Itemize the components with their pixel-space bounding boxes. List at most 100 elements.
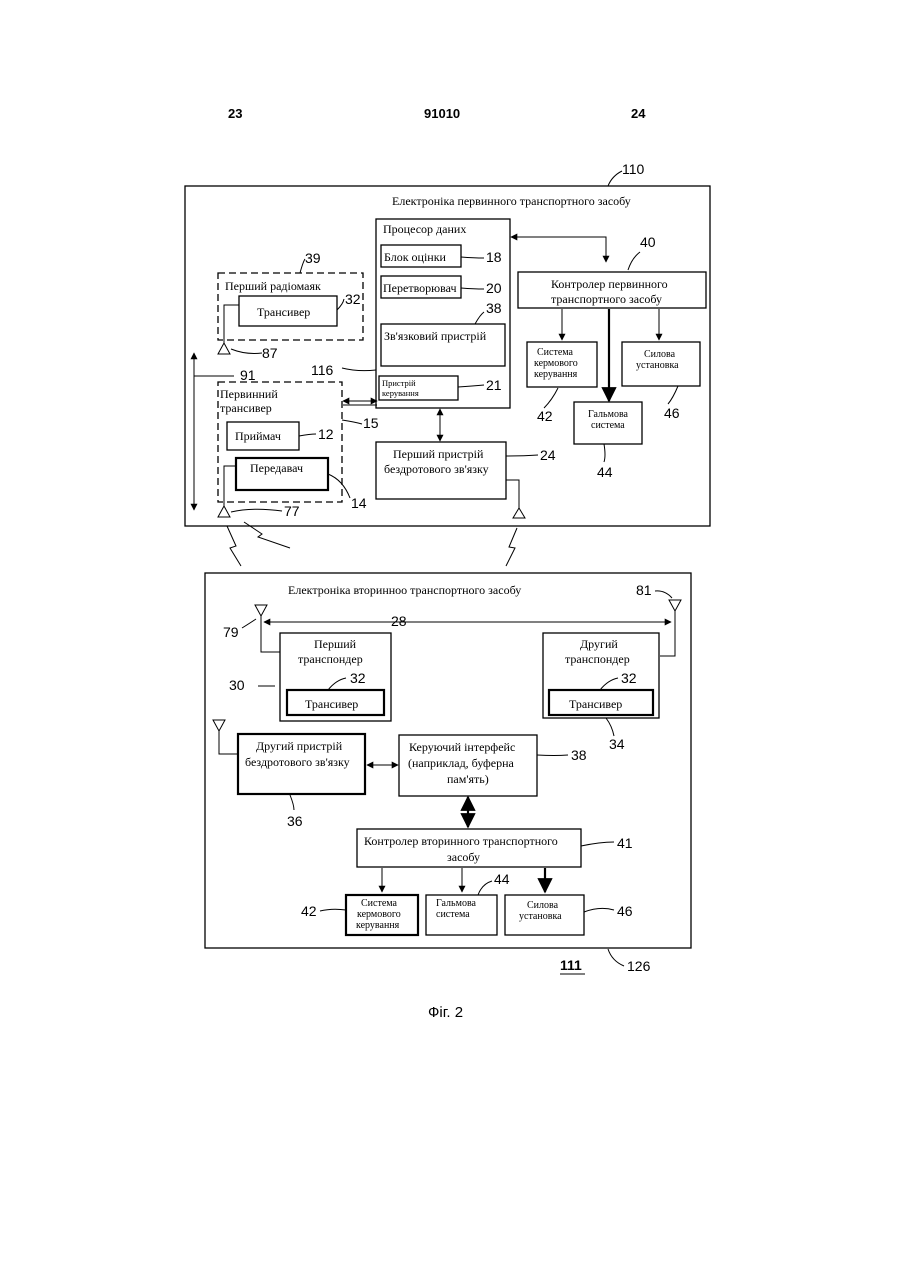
wireless-signals (227, 522, 517, 566)
secondary-steering-label-2: кермового (357, 909, 401, 920)
control-device-label-2: керування (382, 388, 419, 398)
ref-leader-15 (342, 420, 362, 424)
primary-transceiver-title-2: трансивер (220, 401, 272, 415)
second-wireless-device-label-1: Другий пристрій (256, 739, 343, 753)
ref-14: 14 (351, 495, 367, 511)
ref-leader-24 (506, 455, 538, 456)
transceiver-antenna-feed (224, 466, 236, 506)
ref-leader-40 (628, 252, 640, 270)
ref-18: 18 (486, 249, 502, 265)
data-processor-title: Процесор даних (383, 222, 466, 236)
ref-79: 79 (223, 624, 239, 640)
ref-21: 21 (486, 377, 502, 393)
ref-leader-79 (242, 619, 256, 628)
first-beacon: Перший радіомаяк 39 Трансивер 32 87 (218, 250, 363, 361)
primary-power-label-1: Силова (644, 349, 676, 360)
ref-leader-42-secondary (320, 909, 346, 911)
ref-leader-110 (608, 171, 622, 186)
ref-leader-77 (231, 509, 282, 512)
secondary-controller-label-1: Контролер вторинного транспортного (364, 834, 558, 848)
ref-41: 41 (617, 835, 633, 851)
control-interface-label-1: Керуючий інтерфейс (409, 740, 515, 754)
ref-39: 39 (305, 250, 321, 266)
primary-transceiver-title-1: Первинний (220, 387, 278, 401)
primary-steering-label-3: керування (534, 369, 578, 380)
converter-label: Перетворювач (383, 281, 457, 295)
ref-leader-41 (581, 842, 614, 846)
ref-77: 77 (284, 503, 300, 519)
ref-42-primary: 42 (537, 408, 553, 424)
page-number-left: 23 (228, 106, 242, 121)
ref-34: 34 (609, 736, 625, 752)
ref-leader-32-second (600, 678, 618, 690)
ref-leader-38-secondary (537, 755, 568, 756)
receiver-label: Приймач (235, 429, 281, 443)
ref-leader-32-beacon (337, 299, 344, 310)
secondary-power-label-1: Силова (527, 900, 559, 911)
ref-38-primary: 38 (486, 300, 502, 316)
ref-leader-12 (299, 434, 316, 436)
ref-30: 30 (229, 677, 245, 693)
secondary-vehicle-title: Електроніка вторинноо транспортного засо… (288, 583, 521, 597)
secondary-power-label-2: установка (519, 911, 562, 922)
ref-leader-14 (328, 474, 350, 498)
beacon-antenna-icon (218, 343, 230, 354)
ref-110: 110 (622, 161, 645, 177)
ref-15: 15 (363, 415, 379, 431)
ref-116: 116 (311, 362, 334, 378)
second-transponder-label-2: транспондер (565, 652, 630, 666)
secondary-steering-label-1: Система (361, 898, 398, 909)
ref-24: 24 (540, 447, 556, 463)
first-beacon-title: Перший радіомаяк (225, 279, 321, 293)
primary-brake-label-1: Гальмова (588, 409, 629, 420)
wireless-signal-transceiver (227, 526, 241, 566)
ref-46-primary: 46 (664, 405, 680, 421)
control-device-label-1: Пристрій (382, 378, 416, 388)
wireless-antenna-icon (513, 508, 525, 518)
comm-device-label: Зв'язковий пристрій (384, 329, 487, 343)
secondary-brake-label-2: система (436, 909, 470, 920)
second-transponder-label-1: Другий (580, 637, 618, 651)
primary-power-label-2: установка (636, 360, 679, 371)
ref-leader-34 (606, 718, 614, 736)
second-wireless-device-label-2: бездротового зв'язку (245, 755, 350, 769)
primary-steering-label-1: Система (537, 347, 574, 358)
ref-leader-36 (290, 795, 294, 810)
ref-28: 28 (391, 613, 407, 629)
ref-leader-42-primary (544, 388, 558, 408)
first-transponder-transceiver-label: Трансивер (305, 697, 358, 711)
ref-32-second: 32 (621, 670, 637, 686)
ref-32-beacon: 32 (345, 291, 361, 307)
primary-vehicle-electronics: Електроніка первинного транспортного зас… (185, 161, 710, 526)
ref-38-secondary: 38 (571, 747, 587, 763)
ref-leader-44-secondary (478, 881, 492, 895)
page-number-right: 24 (631, 106, 646, 121)
primary-controller-label-2: транспортного засобу (551, 292, 662, 306)
antenna-81-icon (660, 600, 681, 656)
ref-44-secondary: 44 (494, 871, 510, 887)
beacon-antenna-feed (224, 305, 239, 343)
ref-111: 111 (560, 957, 582, 973)
ref-leader-38-primary (475, 312, 484, 324)
control-interface-label-2: (наприклад, буферна (408, 756, 515, 770)
ref-leader-116 (342, 368, 376, 371)
ref-leader-46-primary (668, 386, 678, 404)
primary-steering-label-2: кермового (534, 358, 578, 369)
first-wireless-device: Перший пристрій бездротового зв'язку 24 (376, 442, 556, 518)
first-wireless-device-label-2: бездротового зв'язку (384, 462, 489, 476)
secondary-controller-label-2: засобу (447, 850, 480, 864)
second-wireless-antenna-icon (213, 720, 238, 754)
data-processor: Процесор даних Блок оцінки 18 Перетворюв… (311, 219, 510, 408)
ref-46-secondary: 46 (617, 903, 633, 919)
primary-vehicle-title: Електроніка первинного транспортного зас… (392, 194, 631, 208)
beacon-transceiver-label: Трансивер (257, 305, 310, 319)
ref-40: 40 (640, 234, 656, 250)
figure-caption: Фіг. 2 (428, 1004, 463, 1021)
ref-leader-46-secondary (584, 908, 614, 912)
second-transponder-transceiver-label: Трансивер (569, 697, 622, 711)
ref-81: 81 (636, 582, 652, 598)
primary-brake-label-2: система (591, 420, 625, 431)
ref-126: 126 (627, 958, 651, 974)
primary-transceiver: Первинний трансивер 15 Приймач 12 Переда… (218, 382, 379, 519)
wireless-signal-first-device (506, 528, 517, 566)
